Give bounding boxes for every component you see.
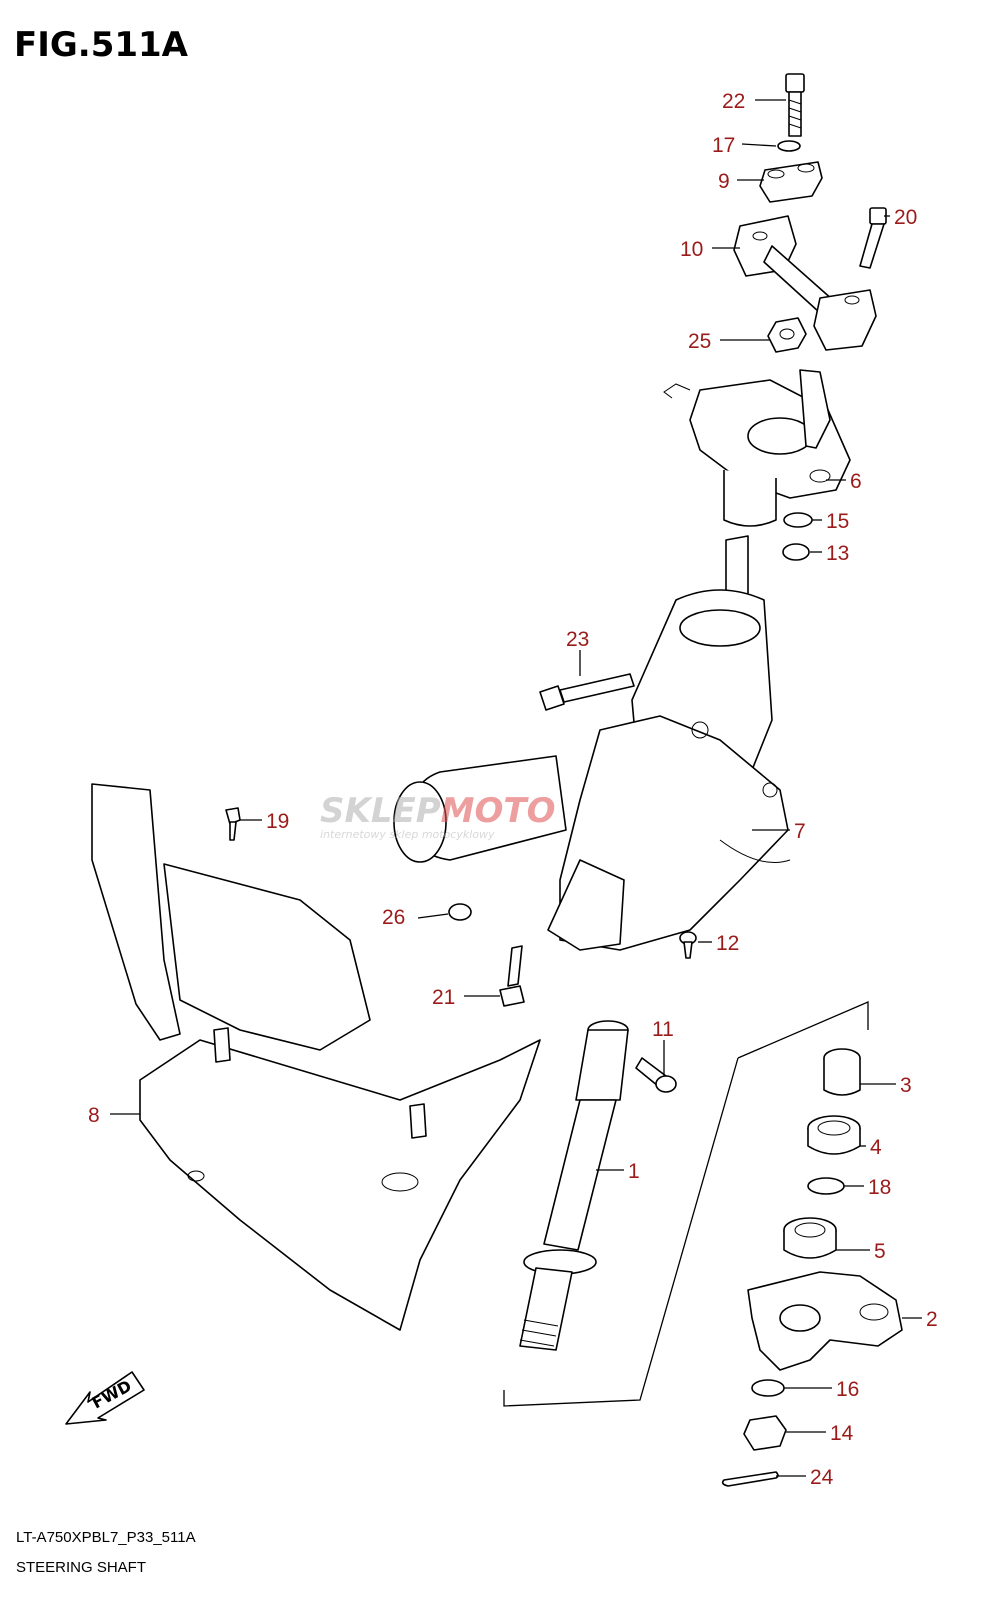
callout-9: 9 (718, 170, 730, 193)
watermark-brand-b: MOTO (441, 791, 556, 831)
callout-6: 6 (850, 470, 862, 493)
watermark-tagline: internetowy sklep motocyklowy (320, 828, 495, 841)
part-bracket-6 (663, 369, 851, 527)
figure-name: STEERING SHAFT (16, 1559, 146, 1576)
fwd-arrow-icon: FWD (65, 1371, 145, 1425)
callout-24: 24 (810, 1466, 834, 1489)
part-cotter-pin-24 (721, 1471, 779, 1487)
part-washer-17 (777, 140, 801, 152)
part-nut-13 (782, 543, 810, 561)
callout-2: 2 (926, 1308, 938, 1331)
part-arm-2 (747, 1271, 903, 1371)
figure-title: FIG.511A (14, 25, 189, 65)
callout-8: 8 (88, 1104, 100, 1127)
callout-20: 20 (894, 206, 917, 229)
watermark-brand-a: SKLEP (320, 791, 441, 831)
part-oring-18 (807, 1177, 845, 1195)
callout-26: 26 (382, 906, 405, 929)
part-bushing-3 (823, 1048, 861, 1096)
callout-1: 1 (628, 1160, 640, 1183)
part-bolt-23 (539, 673, 635, 711)
part-power-steering-7 (393, 535, 791, 951)
callout-16: 16 (836, 1378, 859, 1401)
watermark: SKLEPMOTO internetowy sklep motocyklowy (320, 791, 556, 841)
callout-10: 10 (680, 238, 703, 261)
part-bolt-22 (785, 73, 805, 137)
callout-5: 5 (874, 1240, 886, 1263)
callout-3: 3 (900, 1074, 912, 1097)
part-washer-16 (751, 1379, 785, 1397)
part-clamp-9 (759, 161, 823, 203)
callout-13: 13 (826, 542, 849, 565)
callout-23: 23 (566, 628, 589, 651)
shaft-guide-lines (503, 1001, 869, 1407)
part-bearing-5 (783, 1217, 837, 1259)
part-nut-25 (767, 317, 807, 353)
callout-19: 19 (266, 810, 289, 833)
part-bolt-21 (499, 945, 525, 1007)
callout-11: 11 (652, 1018, 674, 1041)
callout-7: 7 (794, 820, 806, 843)
part-shaft-1 (519, 1020, 629, 1351)
part-nut-14 (743, 1415, 787, 1451)
part-washer-15 (783, 512, 813, 528)
leader-lines (110, 99, 922, 1477)
part-bolt-12 (679, 931, 697, 959)
model-code: LT-A750XPBL7_P33_511A (16, 1529, 196, 1546)
callout-22: 22 (722, 90, 745, 113)
part-bolt-11 (635, 1057, 677, 1093)
part-holder-10 (733, 215, 877, 351)
part-bolt-20 (859, 207, 887, 269)
callout-18: 18 (868, 1176, 891, 1199)
part-seal-4 (807, 1115, 861, 1155)
part-nut-26 (448, 903, 472, 921)
callout-21: 21 (432, 986, 455, 1009)
callout-17: 17 (712, 134, 735, 157)
callout-12: 12 (716, 932, 739, 955)
svg-text:SKLEPMOTO: SKLEPMOTO (320, 791, 556, 831)
callout-25: 25 (688, 330, 711, 353)
callout-14: 14 (830, 1422, 854, 1445)
callout-15: 15 (826, 510, 849, 533)
callout-labels: 22 17 9 20 10 25 6 15 13 23 7 19 26 12 2… (88, 90, 938, 1489)
callout-4: 4 (870, 1136, 882, 1159)
part-clip-19 (225, 807, 241, 841)
part-cover-8 (91, 783, 541, 1331)
